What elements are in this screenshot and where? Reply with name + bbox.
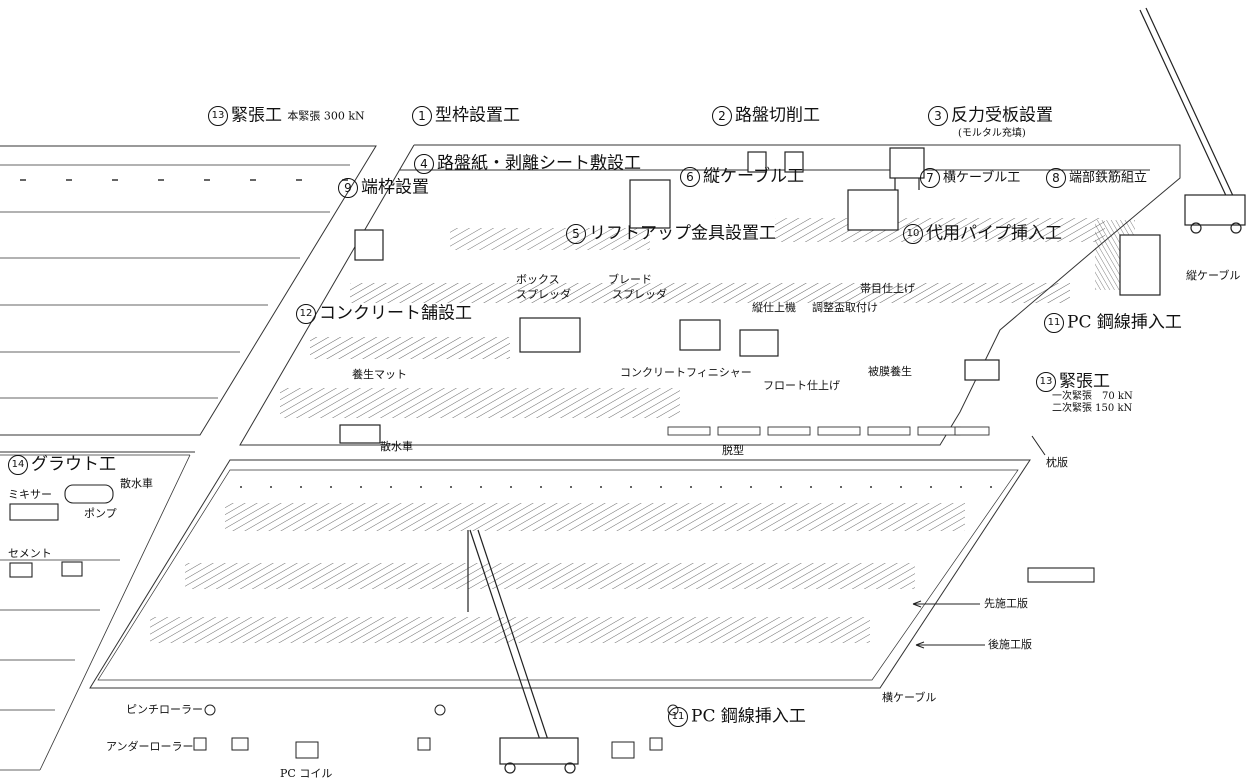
step-number: 3 [928, 106, 948, 126]
step-number: 14 [8, 455, 28, 475]
note-under: アンダーローラー [106, 741, 194, 752]
rollers-coils [194, 705, 678, 758]
slab-band-2 [185, 563, 915, 589]
slab-band-3 [150, 617, 870, 643]
note-tate-cable: 縦ケーブル [1186, 270, 1240, 281]
step-title: 型枠設置工 [435, 106, 520, 126]
note-blade-spreader-2: スプレッダ [612, 289, 667, 300]
note-yoko-cable: 横ケーブル [882, 692, 936, 703]
step-number: 4 [414, 154, 434, 174]
step-title: コンクリート舗設工 [319, 304, 472, 324]
step-number: 10 [903, 224, 923, 244]
step-number: 7 [920, 168, 940, 188]
step-number: 9 [338, 178, 358, 198]
note-pump: ポンプ [84, 508, 117, 519]
paving-row-left [310, 337, 510, 359]
step-number: 2 [712, 106, 732, 126]
step-number: 13 [1036, 372, 1056, 392]
note-box-spreader-2: スプレッダ [516, 289, 571, 300]
note-finisher: コンクリートフィニシャー [620, 367, 752, 378]
note-himaku: 被膜養生 [868, 366, 912, 377]
note-pinch: ピンチローラー [126, 704, 203, 715]
note-yojo-mat: 養生マット [352, 369, 407, 380]
note-sansuisha-mid: 散水車 [380, 441, 413, 452]
step-number: 12 [296, 304, 316, 324]
step-sub: 本緊張 300 kN [287, 110, 364, 123]
note-tatesiage: 縦仕上機 [752, 302, 796, 313]
step-title: 縦ケーブル工 [703, 167, 804, 187]
step-title: グラウト工 [31, 455, 116, 475]
note-chosei: 調整盃取付け [812, 302, 878, 313]
step-title: 横ケーブル工 [943, 171, 1020, 186]
step-title: PC 鋼線挿入工 [1067, 313, 1182, 333]
tension-2: 二次緊張 150 kN [1052, 404, 1132, 414]
note-sansuisha-left: 散水車 [120, 478, 153, 489]
tension-1: 一次緊張 70 kN [1052, 392, 1133, 402]
note-makuraban: 枕版 [1046, 457, 1068, 468]
step-title: 緊張工 [231, 106, 282, 126]
note-sensekoban: 先施工版 [984, 598, 1028, 609]
slab-band-1 [225, 503, 965, 531]
step-title: 端枠設置 [361, 178, 429, 198]
step-title: 代用パイプ挿入工 [926, 224, 1062, 244]
precast-blocks [668, 427, 989, 435]
note-blade-spreader: ブレード [608, 274, 652, 285]
note-box-spreader: ボックス [516, 274, 560, 285]
note-obime: 帯目仕上げ [860, 283, 915, 294]
step-number: 13 [208, 106, 228, 126]
step-title: 路盤切削工 [735, 106, 820, 126]
step-number: 1 [412, 106, 432, 126]
note-atosekoban: 後施工版 [988, 639, 1032, 650]
step-title: リフトアップ金具設置工 [589, 224, 776, 244]
step-title: PC 鋼線挿入工 [691, 707, 806, 727]
note-cement: セメント [8, 548, 52, 559]
upper-crane [1140, 8, 1245, 233]
note-float: フロート仕上げ [763, 380, 840, 391]
step-number: 5 [566, 224, 586, 244]
note-pc-coil: PC コイル [280, 768, 332, 779]
step-title: 緊張工 [1059, 372, 1110, 392]
step-number: 11 [668, 707, 688, 727]
step-title: 路盤紙・剥離シート敷設工 [437, 154, 641, 174]
step3-sub: (モルタル充填) [958, 129, 1026, 139]
step-number: 8 [1046, 168, 1066, 188]
rebar-mesh-row1 [350, 283, 1070, 303]
step-title: 反力受板設置 [951, 106, 1053, 126]
step-number: 11 [1044, 313, 1064, 333]
step-title: 端部鉄筋組立 [1069, 171, 1147, 186]
note-mixer: ミキサー [8, 489, 52, 500]
paving-row2 [280, 388, 680, 418]
note-dakei: 脱型 [722, 445, 744, 456]
step-number: 6 [680, 167, 700, 187]
